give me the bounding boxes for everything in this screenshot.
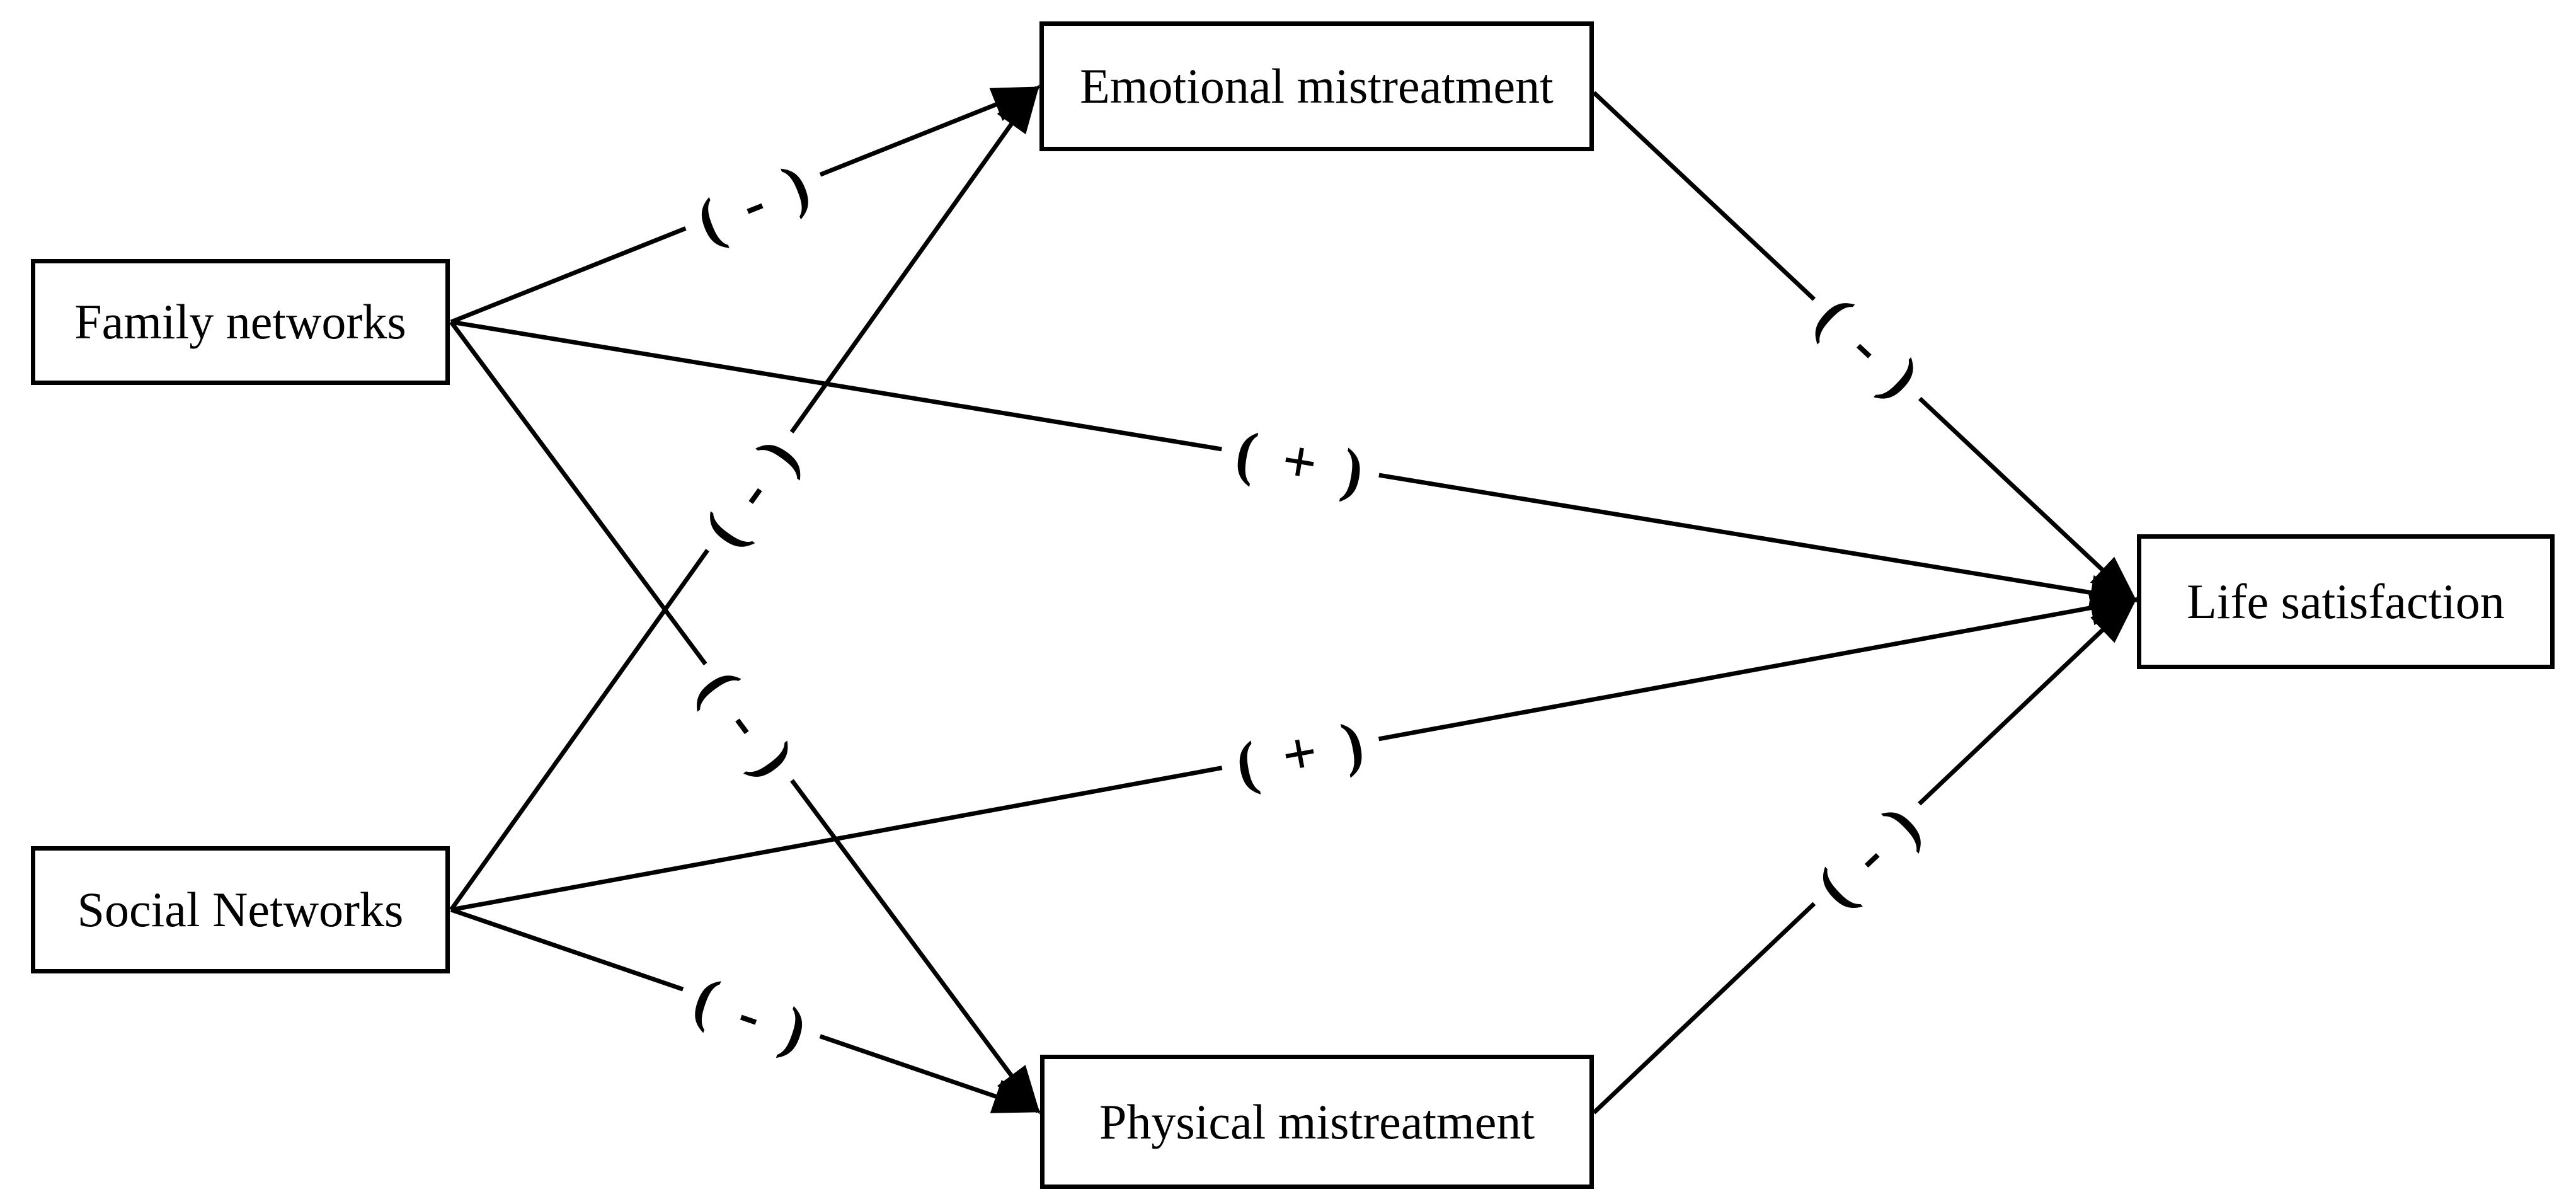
node-physical-mistreatment: Physical mistreatment — [1040, 1055, 1594, 1189]
node-social-networks-label: Social Networks — [77, 882, 404, 937]
node-social-networks: Social Networks — [31, 846, 450, 973]
node-life-satisfaction: Life satisfaction — [2137, 534, 2555, 669]
node-family-networks-label: Family networks — [74, 294, 406, 349]
node-emotional-mistreatment-label: Emotional mistreatment — [1080, 59, 1554, 113]
node-family-networks: Family networks — [31, 259, 450, 385]
node-physical-mistreatment-label: Physical mistreatment — [1099, 1094, 1535, 1149]
node-life-satisfaction-label: Life satisfaction — [2187, 574, 2505, 629]
node-emotional-mistreatment: Emotional mistreatment — [1039, 21, 1594, 151]
